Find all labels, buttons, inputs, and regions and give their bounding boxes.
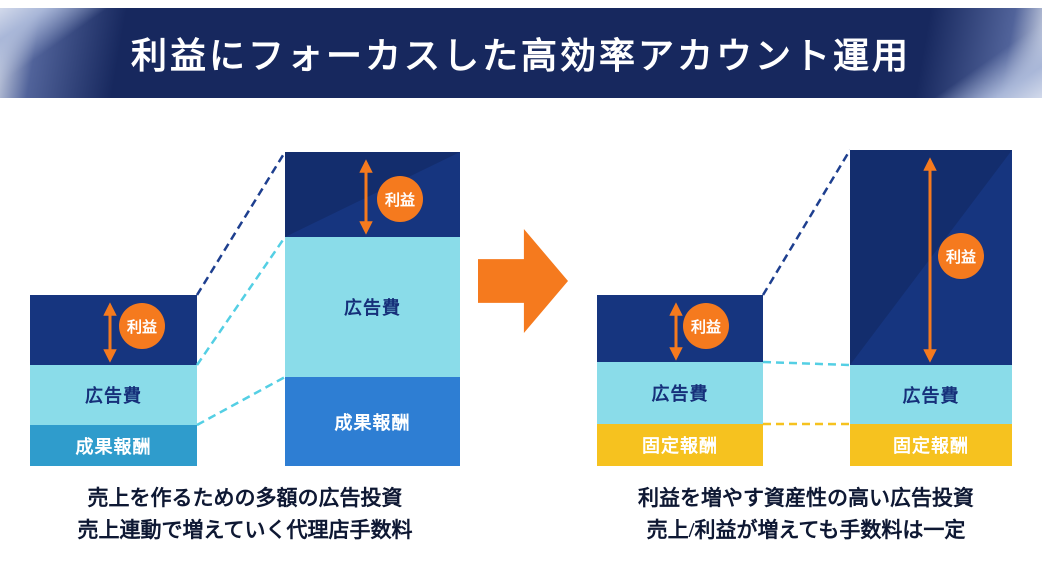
left-revenue-trend-dashed-line	[195, 151, 287, 296]
right-caption-line1: 利益を増やす資産性の高い広告投資	[638, 486, 974, 510]
right-small-bar-profit-section	[597, 295, 763, 362]
right-small-bar-fee-section: 固定報酬	[597, 424, 763, 466]
right-small-profit-badge: 利益	[683, 303, 729, 349]
right-small-bar-fee-label: 固定報酬	[642, 436, 718, 456]
left-small-bar-profit-section	[30, 295, 197, 365]
left-small-bar-fee-section: 成果報酬	[30, 425, 197, 466]
left-large-bar-fee-label: 成果報酬	[334, 412, 411, 433]
right-caption: 利益を増やす資産性の高い広告投資 売上/利益が増えても手数料は一定	[578, 483, 1034, 546]
right-large-profit-label: 利益	[945, 248, 976, 266]
right-large-bar-profit-section	[850, 150, 1012, 365]
left-caption-line1: 売上を作るための多額の広告投資	[87, 486, 403, 510]
left-small-bar-adcost-label: 広告費	[85, 386, 142, 406]
header-banner: 利益にフォーカスした高効率アカウント運用	[0, 8, 1042, 98]
right-adcost-trend-dashed-line	[762, 360, 851, 367]
left-large-bar-adcost-section: 広告費	[285, 237, 460, 377]
page-title: 利益にフォーカスした高効率アカウント運用	[130, 36, 911, 76]
right-small-bar-adcost-label: 広告費	[651, 384, 709, 404]
right-large-bar-adcost-label: 広告費	[902, 385, 960, 406]
right-large-bar-fee-section: 固定報酬	[850, 424, 1012, 466]
left-adcost-trend-dashed-line	[195, 236, 287, 366]
right-small-profit-label: 利益	[690, 318, 721, 336]
left-small-profit-badge: 利益	[119, 303, 165, 349]
right-large-bar-fee-label: 固定報酬	[893, 436, 969, 456]
banner-accent-left	[0, 8, 151, 88]
right-small-bar-adcost-section: 広告費	[597, 362, 763, 424]
left-small-profit-label: 利益	[126, 318, 157, 336]
left-caption-line2: 売上連動で増えていく代理店手数料	[77, 517, 413, 542]
left-large-bar-adcost-label: 広告費	[344, 298, 401, 318]
right-large-bar-adcost-section: 広告費	[850, 365, 1012, 424]
banner-accent-right	[891, 18, 1042, 98]
right-arrow-icon	[478, 229, 568, 333]
right-revenue-trend-dashed-line	[761, 149, 852, 296]
left-small-bar-adcost-section: 広告費	[30, 365, 197, 425]
left-large-bar-fee-section: 成果報酬	[285, 377, 460, 466]
left-caption: 売上を作るための多額の広告投資 売上連動で増えていく代理店手数料	[15, 483, 475, 546]
left-large-profit-label: 利益	[384, 191, 415, 209]
left-large-bar-profit-section	[285, 152, 460, 237]
right-large-profit-badge: 利益	[938, 233, 984, 279]
left-fee-trend-dashed-line	[196, 375, 286, 427]
left-large-profit-badge: 利益	[377, 176, 423, 222]
right-caption-line2: 売上/利益が増えても手数料は一定	[646, 517, 966, 542]
left-small-bar-fee-label: 成果報酬	[75, 436, 152, 457]
